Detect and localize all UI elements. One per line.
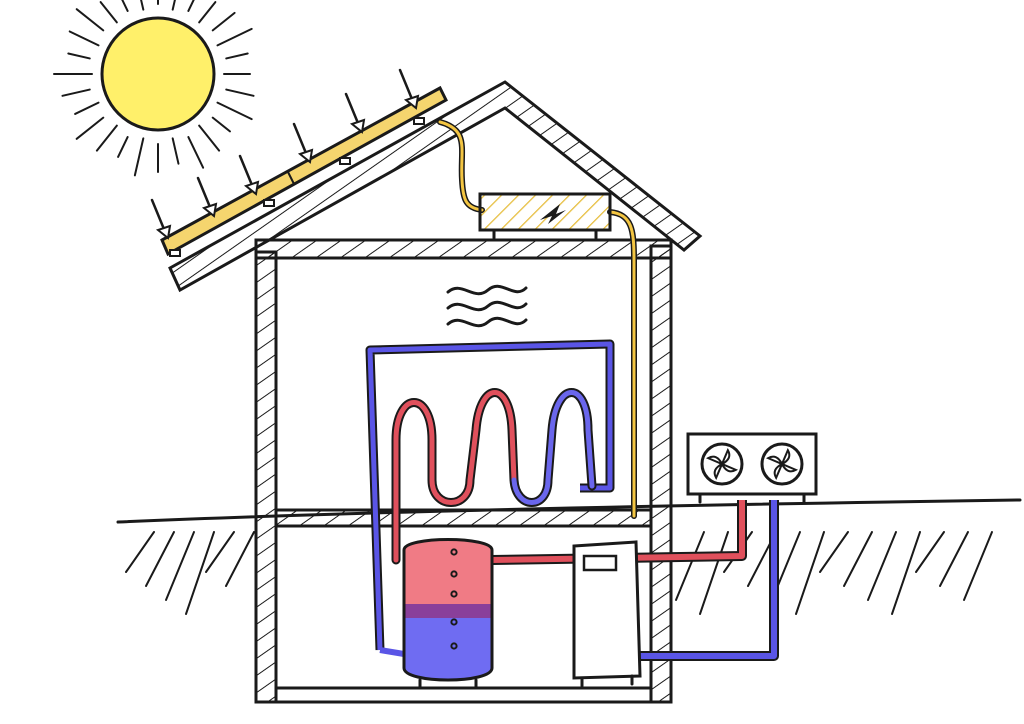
hot-water-tank-icon <box>402 538 494 690</box>
house-walls <box>254 238 673 704</box>
cold-return-pipe <box>365 339 615 651</box>
sunlight-arrow-icon <box>150 68 420 240</box>
roof <box>168 80 703 293</box>
cold-ground-pipe <box>379 500 779 661</box>
sun-icon <box>53 0 255 177</box>
inverter-icon <box>478 192 612 240</box>
underfloor-heating-loop-icon <box>391 388 597 565</box>
solar-panel-icon <box>150 68 448 257</box>
solar-wire <box>437 119 637 519</box>
heat-pump-outdoor-fan-icon <box>686 432 818 504</box>
heat-waves-icon <box>446 284 528 328</box>
heat-pump-indoor-unit-icon <box>572 540 642 688</box>
